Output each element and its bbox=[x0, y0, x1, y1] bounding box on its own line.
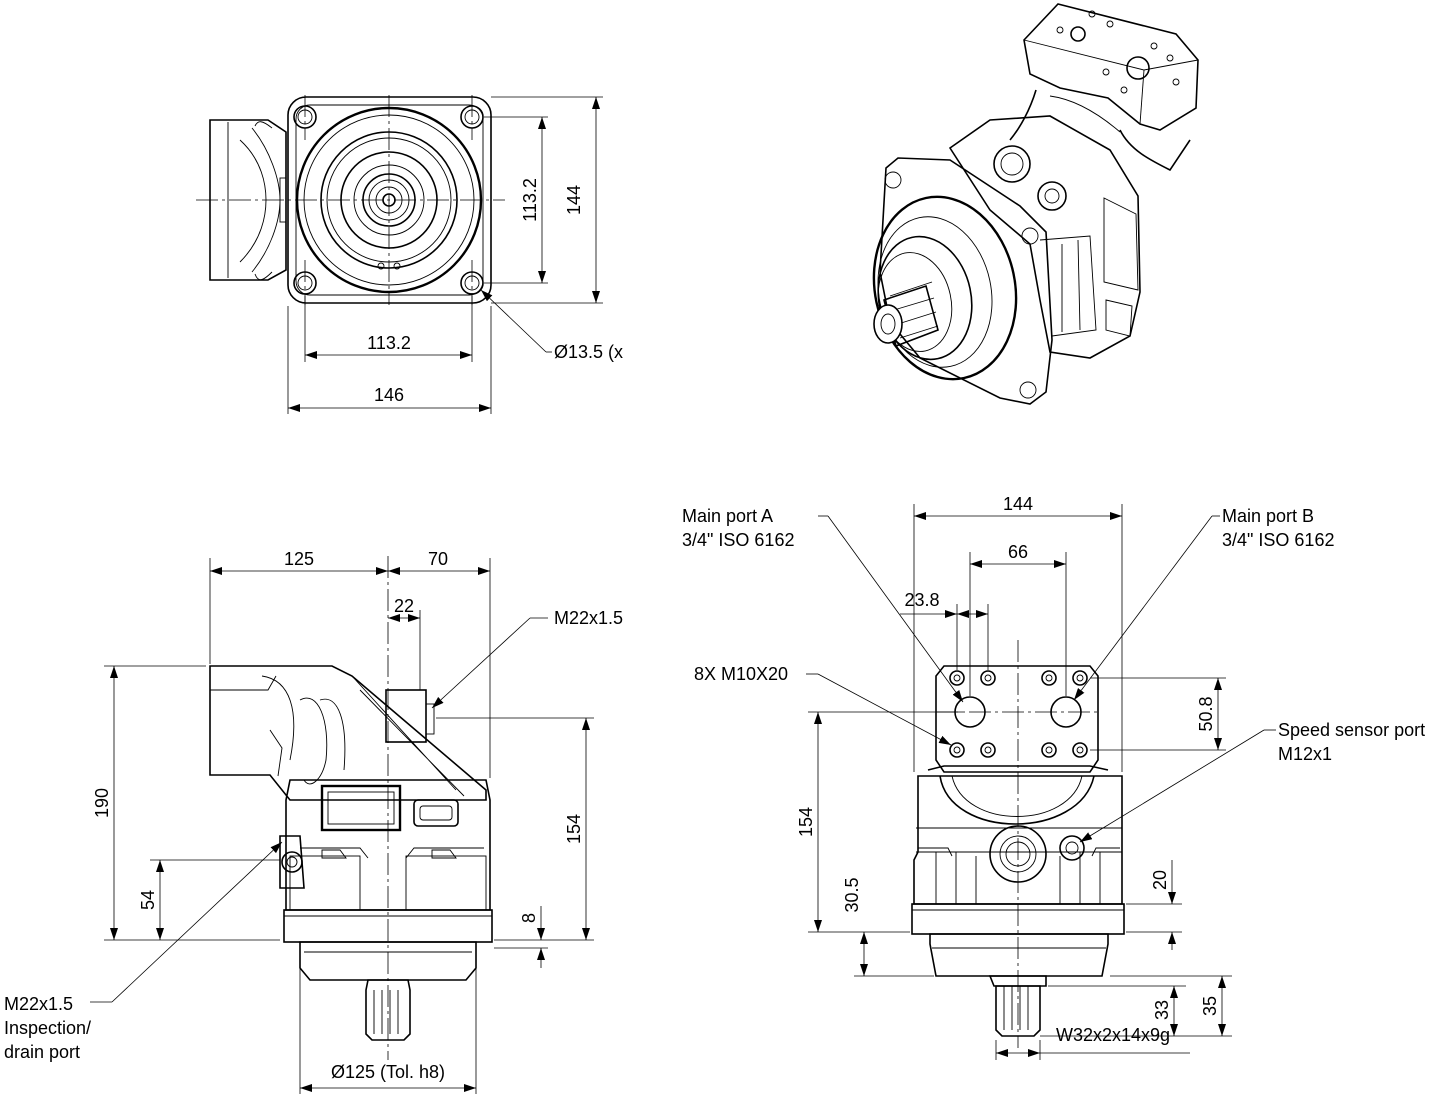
top-dim-144: 144 bbox=[491, 96, 603, 304]
top-dim-113-horizontal-label: 113.2 bbox=[367, 333, 411, 353]
side-dim-190: 190 bbox=[92, 665, 280, 941]
front-dim-30-5: 30.5 bbox=[842, 877, 934, 977]
isometric-view bbox=[872, 3, 1199, 405]
top-dim-113-vertical-label: 113.2 bbox=[520, 178, 540, 222]
side-dim-70-label: 70 bbox=[428, 549, 448, 569]
front-dim-66: 66 bbox=[969, 542, 1067, 696]
iso-housing bbox=[948, 115, 1141, 359]
top-hole-callout: Ø13.5 (x bbox=[480, 289, 623, 362]
side-drain-callout: M22x1.5 Inspection/ drain port bbox=[4, 841, 283, 1062]
side-view: 125 70 22 M22x1.5 190 54 bbox=[4, 549, 623, 1094]
top-dim-113-vertical: 113.2 bbox=[484, 116, 548, 284]
side-view-port-housing bbox=[209, 665, 487, 801]
front-dim-35-label: 35 bbox=[1200, 996, 1220, 1016]
side-drain-line3: drain port bbox=[4, 1042, 80, 1062]
side-drain-line1: M22x1.5 bbox=[4, 994, 73, 1014]
front-port-b-line2: 3/4" ISO 6162 bbox=[1222, 530, 1334, 550]
front-port-b-line1: Main port B bbox=[1222, 506, 1314, 526]
side-dim-154: 154 bbox=[436, 717, 594, 941]
side-dim-154-label: 154 bbox=[564, 814, 584, 844]
front-dim-66-label: 66 bbox=[1008, 542, 1028, 562]
front-port-a-line2: 3/4" ISO 6162 bbox=[682, 530, 794, 550]
front-dim-144: 144 bbox=[913, 494, 1123, 772]
front-dim-154-label: 154 bbox=[796, 807, 816, 837]
front-view: 144 66 23.8 Main port A 3/4" ISO 6162 bbox=[682, 494, 1425, 1060]
front-bolt-callout-label: 8X M10X20 bbox=[694, 664, 788, 684]
front-shaft-spec-label: W32x2x14x9g bbox=[1056, 1025, 1170, 1045]
side-dim-190-label: 190 bbox=[92, 788, 112, 818]
front-dim-30-5-label: 30.5 bbox=[842, 877, 862, 912]
front-port-b-callout: Main port B 3/4" ISO 6162 bbox=[1073, 506, 1334, 701]
front-dim-144-label: 144 bbox=[1003, 494, 1033, 514]
side-dim-pilot-diameter: Ø125 (Tol. h8) bbox=[299, 960, 477, 1094]
front-speed-sensor-line2: M12x1 bbox=[1278, 744, 1332, 764]
top-dim-144-label: 144 bbox=[564, 185, 584, 215]
side-dim-54: 54 bbox=[138, 859, 280, 940]
top-hole-callout-label: Ø13.5 (x bbox=[554, 342, 623, 362]
side-drain-line2: Inspection/ bbox=[4, 1018, 91, 1038]
front-dim-50-8: 50.8 bbox=[1090, 677, 1226, 751]
front-port-a-callout: Main port A 3/4" ISO 6162 bbox=[682, 506, 964, 703]
side-dim-125-70: 125 70 bbox=[209, 549, 491, 778]
top-dim-146-label: 146 bbox=[374, 385, 404, 405]
front-dim-33-label: 33 bbox=[1152, 1000, 1172, 1020]
side-dim-8: 8 bbox=[494, 906, 548, 968]
front-port-a-line1: Main port A bbox=[682, 506, 773, 526]
front-dim-20-label: 20 bbox=[1150, 870, 1170, 890]
front-speed-sensor-callout: Speed sensor port M12x1 bbox=[1079, 720, 1425, 843]
front-dim-50-8-label: 50.8 bbox=[1196, 696, 1216, 731]
iso-shaft bbox=[873, 281, 939, 348]
front-speed-sensor-line1: Speed sensor port bbox=[1278, 720, 1425, 740]
iso-flange bbox=[872, 157, 1053, 405]
side-dim-54-label: 54 bbox=[138, 890, 158, 910]
iso-port-block bbox=[1009, 3, 1199, 172]
side-dim-22: 22 bbox=[388, 596, 421, 690]
top-view: 113.2 144 113.2 146 Ø13.5 (x bbox=[196, 95, 623, 414]
front-bolt-callout: 8X M10X20 bbox=[694, 664, 952, 746]
front-dim-shaft: 33 35 bbox=[1040, 975, 1232, 1037]
side-port-callout-label: M22x1.5 bbox=[554, 608, 623, 628]
front-dim-23-8-label: 23.8 bbox=[904, 590, 939, 610]
top-dim-146: 146 bbox=[287, 306, 492, 414]
side-dim-125-label: 125 bbox=[284, 549, 314, 569]
front-view-port-block bbox=[935, 665, 1099, 773]
front-shaft-spec: W32x2x14x9g bbox=[995, 1025, 1190, 1060]
side-dim-22-label: 22 bbox=[394, 596, 414, 616]
side-dim-8-label: 8 bbox=[519, 913, 539, 923]
front-dim-154: 154 bbox=[796, 711, 962, 933]
front-dim-20: 20 bbox=[1126, 860, 1182, 950]
top-dim-113-horizontal: 113.2 bbox=[304, 296, 473, 362]
front-dim-23-8: 23.8 bbox=[900, 590, 989, 670]
side-port-callout: M22x1.5 bbox=[431, 608, 623, 709]
side-dim-pilot-diameter-label: Ø125 (Tol. h8) bbox=[331, 1062, 445, 1082]
